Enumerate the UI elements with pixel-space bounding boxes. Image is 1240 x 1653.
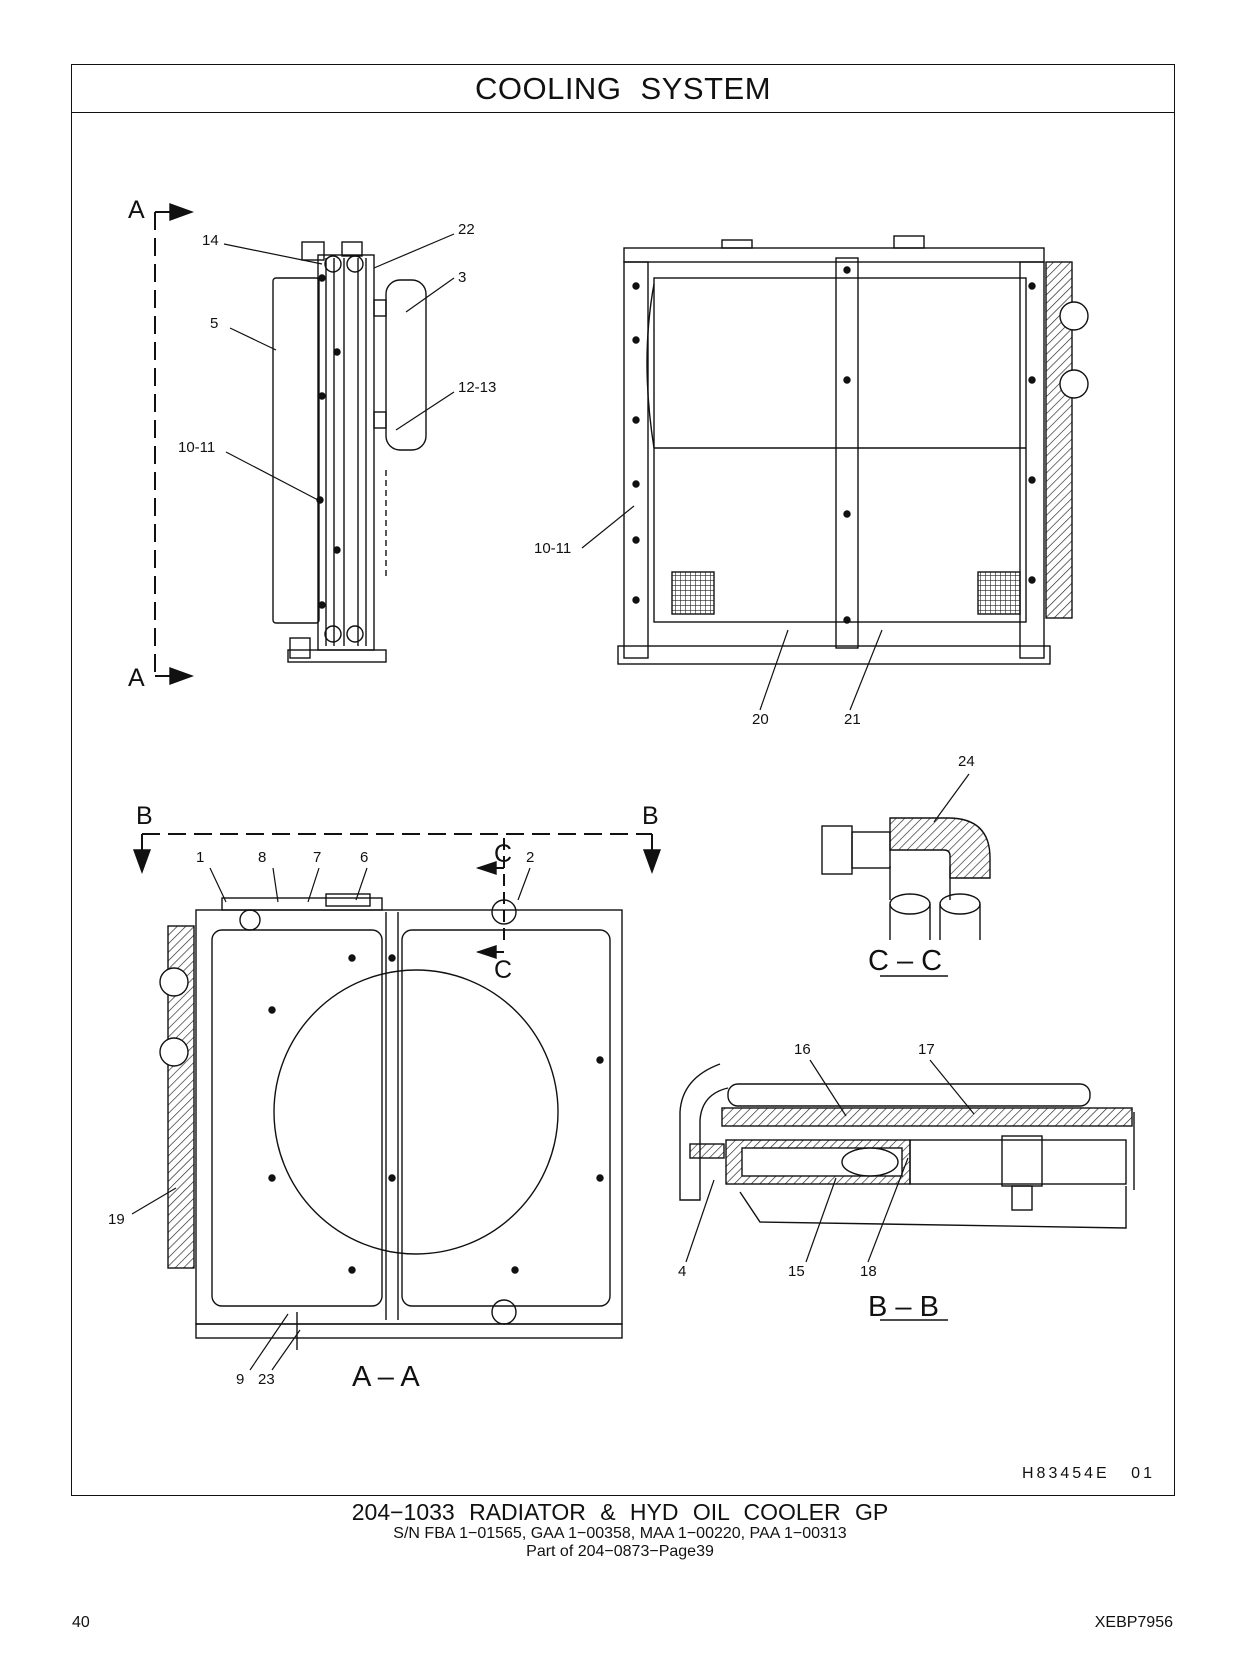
callout-16: 16 bbox=[794, 1041, 811, 1058]
callout-2: 2 bbox=[526, 849, 534, 866]
drawing-frame: COOLING SYSTEM bbox=[71, 64, 1175, 1496]
callout-10-11-side: 10-11 bbox=[178, 439, 215, 456]
section-label-a-top: A bbox=[128, 196, 145, 224]
callout-22: 22 bbox=[458, 221, 475, 238]
callout-20: 20 bbox=[752, 711, 769, 728]
page-number: 40 bbox=[72, 1614, 90, 1631]
callout-6: 6 bbox=[360, 849, 368, 866]
section-label-a-bottom: A bbox=[128, 664, 145, 692]
side-view bbox=[154, 203, 427, 685]
view-aa bbox=[133, 833, 661, 1350]
drawing-id: H83454E 01 bbox=[1022, 1465, 1155, 1482]
callout-23: 23 bbox=[258, 1371, 275, 1388]
view-label-cc: C – C bbox=[868, 945, 942, 977]
section-label-b-left: B bbox=[136, 802, 153, 830]
callout-21: 21 bbox=[844, 711, 861, 728]
callout-8: 8 bbox=[258, 849, 266, 866]
caption-title: 204−1033 RADIATOR & HYD OIL COOLER GP bbox=[351, 1499, 889, 1525]
callout-15: 15 bbox=[788, 1263, 805, 1280]
callout-12-13: 12-13 bbox=[458, 379, 496, 396]
caption: 204−1033 RADIATOR & HYD OIL COOLER GP S/… bbox=[0, 1500, 1240, 1561]
caption-serials: S/N FBA 1−01565, GAA 1−00358, MAA 1−0022… bbox=[393, 1525, 847, 1542]
callout-5: 5 bbox=[210, 315, 218, 332]
section-label-b-right: B bbox=[642, 802, 659, 830]
document-code: XEBP7956 bbox=[1094, 1614, 1173, 1631]
front-view bbox=[617, 235, 1089, 665]
callout-4: 4 bbox=[678, 1263, 686, 1280]
callout-19: 19 bbox=[108, 1211, 125, 1228]
view-cc bbox=[821, 817, 991, 977]
callout-18: 18 bbox=[860, 1263, 877, 1280]
section-label-c-bottom: C bbox=[494, 956, 512, 984]
view-label-bb: B – B bbox=[868, 1291, 939, 1323]
view-bb bbox=[679, 1063, 1135, 1321]
leader-lines bbox=[131, 233, 975, 1371]
callout-17: 17 bbox=[918, 1041, 935, 1058]
callout-7: 7 bbox=[313, 849, 321, 866]
callout-14: 14 bbox=[202, 232, 219, 249]
callout-24: 24 bbox=[958, 753, 975, 770]
view-label-aa: A – A bbox=[352, 1361, 420, 1393]
callout-3: 3 bbox=[458, 269, 466, 286]
callout-10-11-front: 10-11 bbox=[534, 540, 571, 557]
callout-1: 1 bbox=[196, 849, 204, 866]
section-label-c-top: C bbox=[494, 840, 512, 868]
caption-part-of: Part of 204−0873−Page39 bbox=[526, 1543, 714, 1560]
callout-9: 9 bbox=[236, 1371, 244, 1388]
page-title: COOLING SYSTEM bbox=[72, 65, 1174, 113]
